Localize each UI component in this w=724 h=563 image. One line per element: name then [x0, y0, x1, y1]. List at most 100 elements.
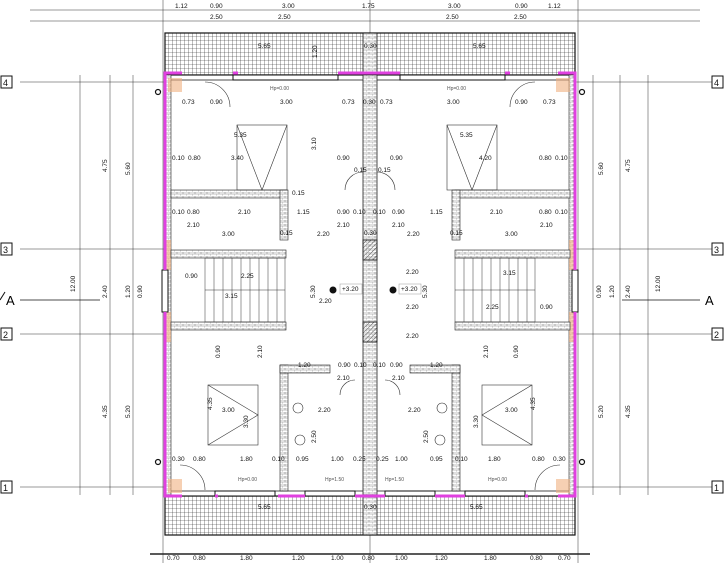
dimension-label: 0.15: [292, 190, 305, 197]
dimension-label: 2.20: [319, 298, 332, 305]
dimension-label: 5.30: [310, 285, 317, 298]
dimension-label: 0.30: [363, 99, 376, 106]
bottom-dimensions: 0.70 0.80 1.80 1.20 1.00 0.80 1.00 1.20 …: [167, 555, 571, 562]
dimension-label: 1.12: [548, 3, 561, 10]
dimension-label: 5.60: [125, 162, 132, 175]
dimension-label: 0.90: [337, 155, 350, 162]
dimension-label: 1.15: [297, 209, 310, 216]
dimension-label: 5.65: [470, 504, 483, 511]
side-dimensions: 4.75 5.60 12.00 2.40 1.20 0.90 4.35 5.20…: [70, 159, 662, 418]
dimension-label: 0.15: [450, 230, 463, 237]
dimension-label: 0.10: [172, 155, 185, 162]
dimension-label: 2.10: [187, 222, 200, 229]
dimension-label: 12.00: [70, 275, 77, 292]
dimension-label: 0.25: [376, 456, 389, 463]
dimension-label: 0.15: [378, 167, 391, 174]
dimension-label: 2.10: [257, 345, 264, 358]
dimension-label: 2.50: [446, 14, 459, 21]
dimension-label: 4.20: [479, 155, 492, 162]
dimension-label: Hp=0.00: [447, 86, 466, 92]
dimension-label: 2.50: [278, 14, 291, 21]
dimension-label: Hp=0.00: [270, 86, 289, 92]
dimension-label: 0.90: [215, 345, 222, 358]
dimension-label: 2.10: [483, 345, 490, 358]
dimension-label: 1.80: [484, 555, 497, 562]
dimension-label: 0.10: [373, 209, 386, 216]
level-mark: +3.20: [342, 286, 359, 293]
dimension-label: 2.40: [625, 285, 632, 298]
dimension-label: Hp=0.00: [488, 477, 507, 483]
level-mark: +3.20: [401, 286, 418, 293]
dimension-label: 0.10: [172, 209, 185, 216]
dimension-label: 2.20: [317, 231, 330, 238]
axis-label: 4: [3, 78, 8, 88]
section-mark-left: A: [6, 293, 15, 308]
dimension-label: 3.30: [473, 415, 480, 428]
dimension-label: 3.30: [243, 415, 250, 428]
interior-walls: [170, 189, 571, 492]
axis-label: 3: [3, 245, 8, 255]
dimension-label: 2.10: [490, 209, 503, 216]
dimension-label: 2.50: [423, 430, 430, 443]
dimension-label: 0.90: [210, 99, 223, 106]
dimension-label: 3.00: [222, 231, 235, 238]
dimension-label: 3.40: [231, 155, 244, 162]
dimension-label: 5.60: [598, 162, 605, 175]
dimension-label: 0.80: [539, 155, 552, 162]
dimension-label: 0.10: [455, 456, 468, 463]
dimension-label: 0.30: [364, 504, 377, 511]
dimension-label: 1.12: [175, 3, 188, 10]
dimension-label: Hp=1.50: [325, 477, 344, 483]
dimension-label: 4.35: [530, 397, 537, 410]
dimension-label: 0.10: [272, 456, 285, 463]
dimension-label: 4.35: [207, 397, 214, 410]
dimension-label: 0.95: [296, 456, 309, 463]
dimension-label: 0.90: [596, 285, 603, 298]
dimension-label: 1.00: [395, 555, 408, 562]
dimension-label: 0.80: [187, 209, 200, 216]
dimension-label: 5.65: [258, 504, 271, 511]
wardrobes: [179, 81, 561, 491]
dimension-label: 5.20: [598, 405, 605, 418]
dimension-label: 1.00: [331, 555, 344, 562]
dimension-label: 0.90: [137, 285, 144, 298]
dimension-label: 5.30: [422, 285, 429, 298]
dimension-label: 0.90: [540, 304, 553, 311]
room-dimensions-lower: 0.90 2.10 1.20 0.90 0.10 0.10 0.90 1.20 …: [207, 345, 537, 443]
dimension-label: 0.15: [354, 167, 367, 174]
dimension-label: 0.80: [193, 555, 206, 562]
dimension-label: 3.00: [505, 231, 518, 238]
dimension-label: 2.20: [406, 269, 419, 276]
dimension-label: 4.75: [625, 159, 632, 172]
dimension-label: 3.00: [222, 407, 235, 414]
dimension-label: 3.00: [448, 3, 461, 10]
dimension-label: 1.20: [312, 45, 319, 58]
dimension-label: 3.00: [447, 99, 460, 106]
dimension-label: 0.80: [362, 555, 375, 562]
dimension-label: 1.20: [430, 362, 443, 369]
dimension-label: 1.20: [125, 285, 132, 298]
dimension-label: 0.90: [390, 155, 403, 162]
dimension-label: Hp=1.50: [385, 477, 404, 483]
property-line: [163, 71, 577, 498]
dimension-label: 3.00: [282, 3, 295, 10]
dimension-label: 0.80: [188, 155, 201, 162]
dimension-label: 0.90: [515, 3, 528, 10]
dimension-label: 1.20: [609, 285, 616, 298]
dimension-label: 2.50: [514, 14, 527, 21]
dimension-label: 1.80: [240, 456, 253, 463]
dimension-label: 3.15: [503, 270, 516, 277]
dimension-label: 2.25: [486, 304, 499, 311]
dimension-label: 3.00: [280, 99, 293, 106]
axis-markers: 4 3 2 1 4 3 2 1 A A: [0, 75, 724, 494]
dimension-label: 0.10: [354, 362, 367, 369]
dimension-label: 2.10: [392, 222, 405, 229]
dimension-label: 3.10: [311, 137, 318, 150]
dimension-label: 4.35: [102, 405, 109, 418]
axis-label: 2: [3, 330, 8, 340]
dimension-label: 0.95: [430, 456, 443, 463]
dimension-label: 0.70: [167, 555, 180, 562]
dimension-label: 5.35: [460, 132, 473, 139]
dimension-label: 3.00: [505, 407, 518, 414]
